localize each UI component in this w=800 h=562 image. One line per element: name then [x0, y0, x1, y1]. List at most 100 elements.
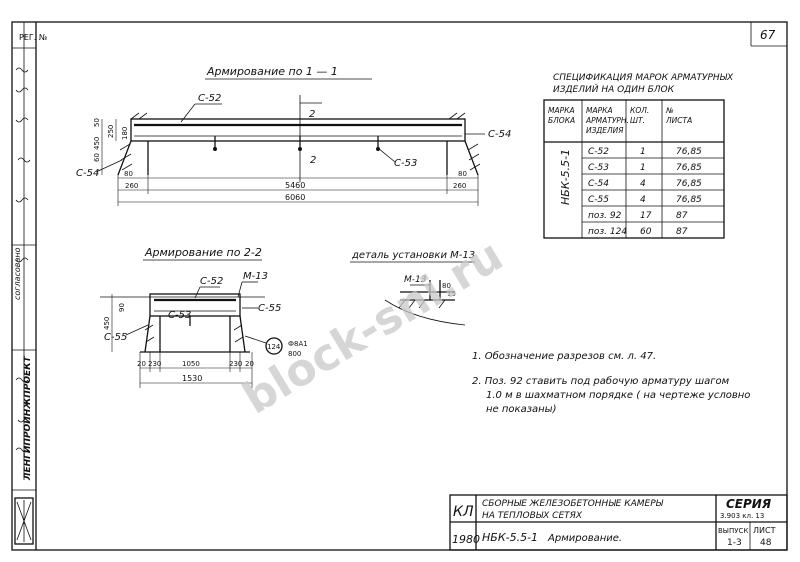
spec-cell-mark: С-55 [588, 195, 609, 205]
dim22-d230b: 230 [229, 360, 242, 368]
spec-cell-sheet: 76,85 [676, 195, 702, 205]
spec-header-cell: АРМАТУРН. [585, 116, 629, 125]
tb-block-name: НБК-5.5-1 [482, 531, 538, 544]
spec-cell-sheet: 76,85 [676, 179, 702, 189]
label-m13-detail: М-13 [404, 275, 427, 285]
spec-cell-qty: 4 [640, 195, 646, 205]
pos124-number: 124 [267, 343, 281, 351]
dim11-d180: 180 [121, 127, 129, 140]
dim11-h450: 450 [93, 137, 101, 150]
spec-cell-qty: 1 [640, 147, 646, 157]
spec-cell-mark: С-52 [588, 147, 609, 157]
spec-block-mark: НБК-5.5-1 [559, 149, 572, 205]
dim22-mid: 1050 [182, 360, 200, 368]
sheet-frame [11, 21, 788, 551]
tb-issue-label: ВЫПУСК [718, 527, 748, 535]
spec-header-cell: ИЗДЕЛИЯ [586, 126, 623, 135]
dim11-total: 6060 [285, 193, 305, 202]
detail-m13: деталь установки М-13 М-13 80 15 [350, 250, 475, 326]
spec-cell-qty: 1 [640, 163, 646, 173]
spec-cell-mark: поз. 92 [588, 211, 622, 221]
pos124-note: Ф8А1 [288, 340, 308, 348]
pos124-callout [265, 337, 283, 355]
cut-mark-top: 2 [309, 109, 315, 120]
dim11-h60: 60 [93, 153, 101, 162]
tb-desc-2: НА ТЕПЛОВЫХ СЕТЯХ [482, 511, 583, 521]
spec-header-cell: ЛИСТА [665, 116, 692, 125]
dim11-d250: 250 [107, 125, 115, 138]
section-2-2-title: Армирование по 2-2 [144, 246, 262, 259]
label-c52-11: С-52 [198, 93, 221, 104]
note-line-3: 1.0 м в шахматном порядке ( на чертеже у… [486, 390, 750, 401]
spec-cell-sheet: 76,85 [676, 147, 702, 157]
pos124-len: 800 [288, 350, 301, 358]
dim22-total: 1530 [182, 374, 202, 383]
spec-title-1: СПЕЦИФИКАЦИЯ МАРОК АРМАТУРНЫХ [553, 73, 734, 83]
slab-2-2 [149, 293, 241, 317]
tb-sheet-label: ЛИСТ [753, 526, 776, 535]
dim22-h90: 90 [118, 303, 126, 312]
sheet-number: 67 [760, 28, 776, 42]
tb-sheet-value: 48 [760, 538, 772, 548]
side-stamp: РЕГ. № ЛЕНГИПРОИНЖПРОЕКТ согласовано [12, 22, 48, 550]
section-2-2: Армирование по 2-2 С-52 М-13 С-55 С-53 С… [100, 246, 308, 388]
spec-cell-mark: С-54 [588, 179, 609, 189]
dim11-span: 5460 [285, 181, 305, 190]
spec-header-cell: ШТ. [630, 116, 645, 125]
spec-title-2: ИЗДЕЛИЙ НА ОДИН БЛОК [553, 83, 675, 95]
dim11-s260b: 260 [453, 182, 466, 190]
tb-desc-1: СБОРНЫЕ ЖЕЛЕЗОБЕТОННЫЕ КАМЕРЫ [482, 499, 664, 509]
spec-cell-qty: 17 [640, 211, 652, 221]
dim11-s80a: 80 [124, 170, 133, 178]
spec-cell-qty: 4 [640, 179, 646, 189]
spec-cell-sheet: 87 [676, 211, 688, 221]
spec-cell-sheet: 76,85 [676, 163, 702, 173]
notes: 1. Обозначение разрезов см. л. 47. 2. По… [472, 350, 750, 415]
spec-header-cell: КОЛ. [630, 106, 649, 115]
detail-title: деталь установки М-13 [351, 250, 475, 261]
label-c53-11: С-53 [394, 158, 417, 169]
label-c54-left: С-54 [76, 168, 99, 179]
section-1-1-title: Армирование по 1 — 1 [206, 65, 338, 78]
dim22-d230a: 230 [148, 360, 161, 368]
tb-code: КЛ [453, 504, 474, 520]
spec-cell-mark: С-53 [588, 163, 609, 173]
side-agreed: согласовано [13, 247, 22, 300]
spec-cell-qty: 60 [640, 227, 652, 237]
cut-mark-bottom: 2 [310, 155, 316, 166]
label-m13-22: М-13 [243, 271, 268, 282]
label-c55-left: С-55 [104, 332, 127, 343]
spec-header-cell: № [665, 106, 674, 115]
tb-drawing-name: Армирование. [547, 533, 622, 544]
detail-x15: 15 [447, 290, 456, 298]
tb-year: 1980 [452, 533, 480, 546]
dim11-s80b: 80 [458, 170, 467, 178]
dim22-d20b: 20 [245, 360, 254, 368]
slab-1-1 [130, 118, 466, 142]
note-line-2: 2. Поз. 92 ставить под рабочую арматуру … [472, 375, 730, 387]
spec-cell-mark: поз. 124 [588, 227, 627, 237]
tb-series-value: 3.903 кл. 13 [720, 512, 764, 520]
spec-cell-sheet: 87 [676, 227, 688, 237]
dim22-d20: 20 [137, 360, 146, 368]
sheet-number-box: 67 [750, 22, 787, 47]
note-line-1: 1. Обозначение разрезов см. л. 47. [472, 350, 656, 362]
section-1-1: Армирование по 1 — 1 2 2 С-52 С-54 С-53 … [76, 65, 511, 206]
label-c55-right: С-55 [258, 303, 281, 314]
spec-header-cell: БЛОКА [548, 116, 575, 125]
stamp-reg: РЕГ. № [19, 33, 48, 42]
spec-table: СПЕЦИФИКАЦИЯ МАРОК АРМАТУРНЫХ ИЗДЕЛИЙ НА… [543, 73, 734, 239]
detail-x80: 80 [442, 282, 451, 290]
label-c52-22: С-52 [200, 276, 223, 287]
label-c54-right: С-54 [488, 129, 511, 140]
title-block: КЛ 1980 СБОРНЫЕ ЖЕЛЕЗОБЕТОННЫЕ КАМЕРЫ НА… [449, 494, 788, 551]
label-c53-22: С-53 [168, 310, 191, 321]
tb-issue-value: 1-3 [727, 538, 742, 548]
dim11-h50: 50 [93, 118, 101, 127]
spec-header-cell: МАРКА [586, 106, 613, 115]
tb-series-label: СЕРИЯ [726, 497, 771, 511]
dim11-s260a: 260 [125, 182, 138, 190]
dim22-h450: 450 [103, 317, 111, 330]
spec-header-cell: МАРКА [548, 106, 575, 115]
